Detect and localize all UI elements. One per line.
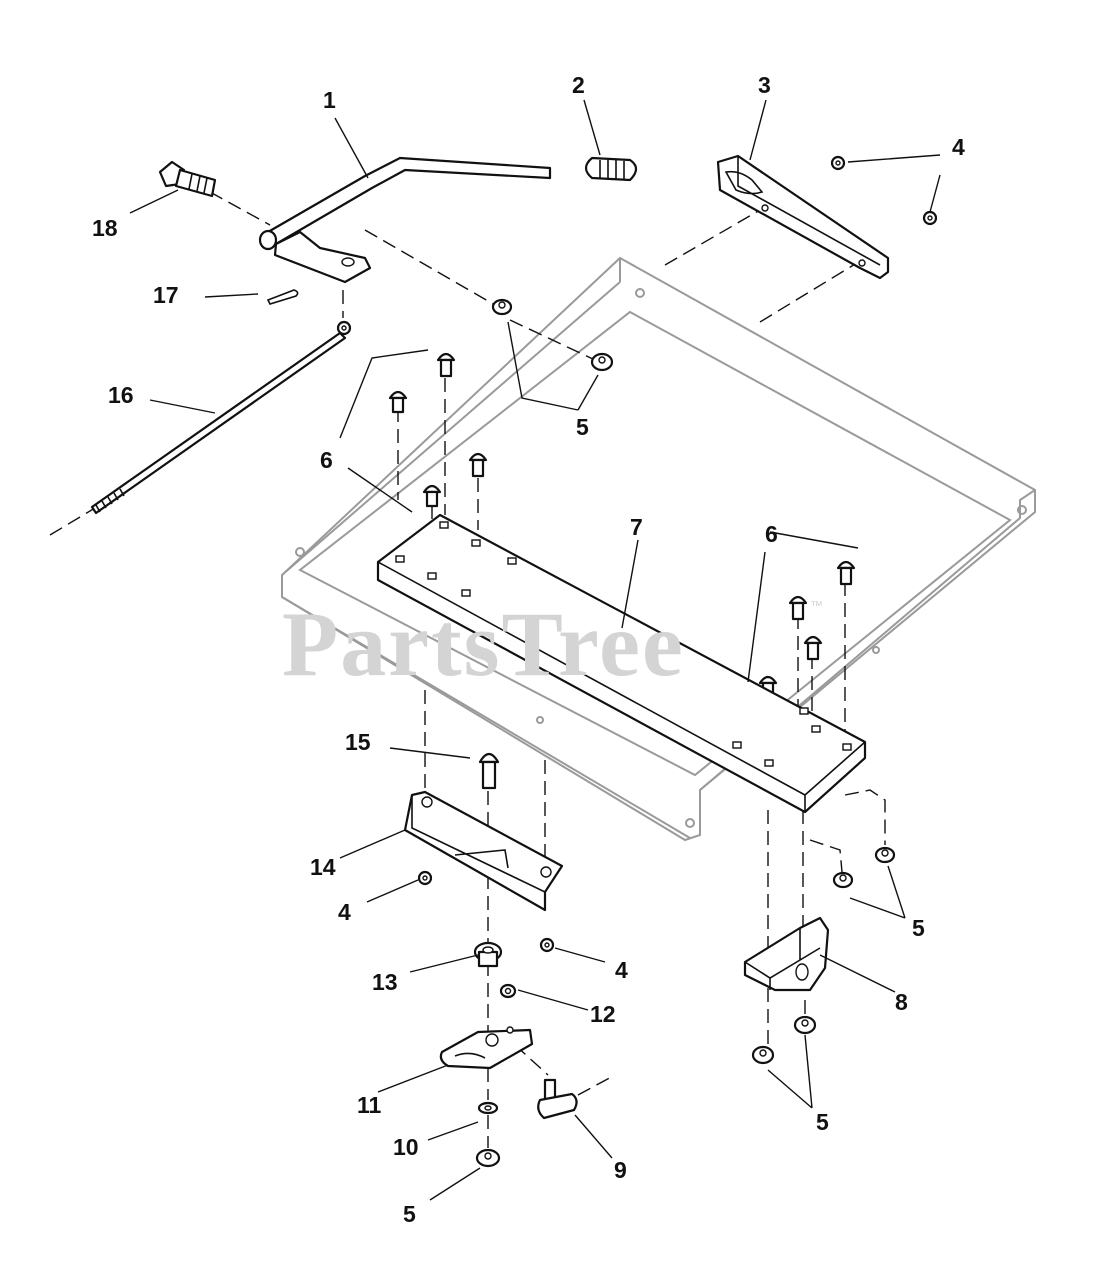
callout-5: 5: [576, 414, 589, 440]
part-1-lever: [258, 156, 552, 284]
callout-18: 18: [92, 215, 118, 241]
callout-5: 5: [816, 1109, 829, 1135]
callout-9: 9: [614, 1157, 627, 1183]
callout-13: 13: [372, 969, 398, 995]
callout-7: 7: [630, 514, 643, 540]
part-13-spacer: [473, 941, 503, 968]
part-7-plate: [376, 513, 867, 814]
part-16-rod: [90, 320, 352, 515]
part-9-tbolt: [537, 1078, 578, 1120]
callout-17: 17: [153, 282, 179, 308]
callout-2: 2: [572, 72, 585, 98]
part-5-nuts: [475, 298, 896, 1168]
callout-4: 4: [952, 134, 965, 160]
part-15-bolt: [478, 752, 500, 790]
watermark: PartsTree ™: [282, 593, 823, 695]
watermark-text: PartsTree: [282, 593, 685, 695]
part-17-pin: [266, 289, 299, 305]
leader-lines: [129, 99, 941, 1201]
callout-4: 4: [615, 957, 628, 983]
watermark-trademark: ™: [810, 598, 823, 613]
callout-14: 14: [310, 854, 336, 880]
callout-8: 8: [895, 989, 908, 1015]
callout-15: 15: [345, 729, 371, 755]
callout-12: 12: [590, 1001, 616, 1027]
part-10-washer: [477, 1101, 499, 1115]
callout-4: 4: [338, 899, 351, 925]
callout-1: 1: [323, 87, 336, 113]
callout-10: 10: [393, 1134, 419, 1160]
part-14-bracket: [403, 790, 564, 912]
part-3-bracket: [716, 154, 890, 280]
callout-3: 3: [758, 72, 771, 98]
part-8-bracket: [743, 916, 830, 992]
part-2-grip: [584, 156, 638, 182]
callout-16: 16: [108, 382, 134, 408]
part-18-bolt: [158, 160, 217, 198]
part-12-nut: [499, 983, 517, 999]
callout-11: 11: [357, 1092, 382, 1118]
callout-5: 5: [403, 1201, 416, 1227]
callout-6: 6: [320, 447, 333, 473]
alignment-lines: [49, 191, 886, 1148]
callout-6: 6: [765, 521, 778, 547]
callout-labels: 1 2 3 4 4 4 5 5 5 5 6 6 6 7 8 9 10 11 12…: [92, 72, 965, 1227]
seat-frame: [281, 256, 1036, 842]
part-11-latch: [439, 1026, 534, 1070]
callout-5: 5: [912, 915, 925, 941]
